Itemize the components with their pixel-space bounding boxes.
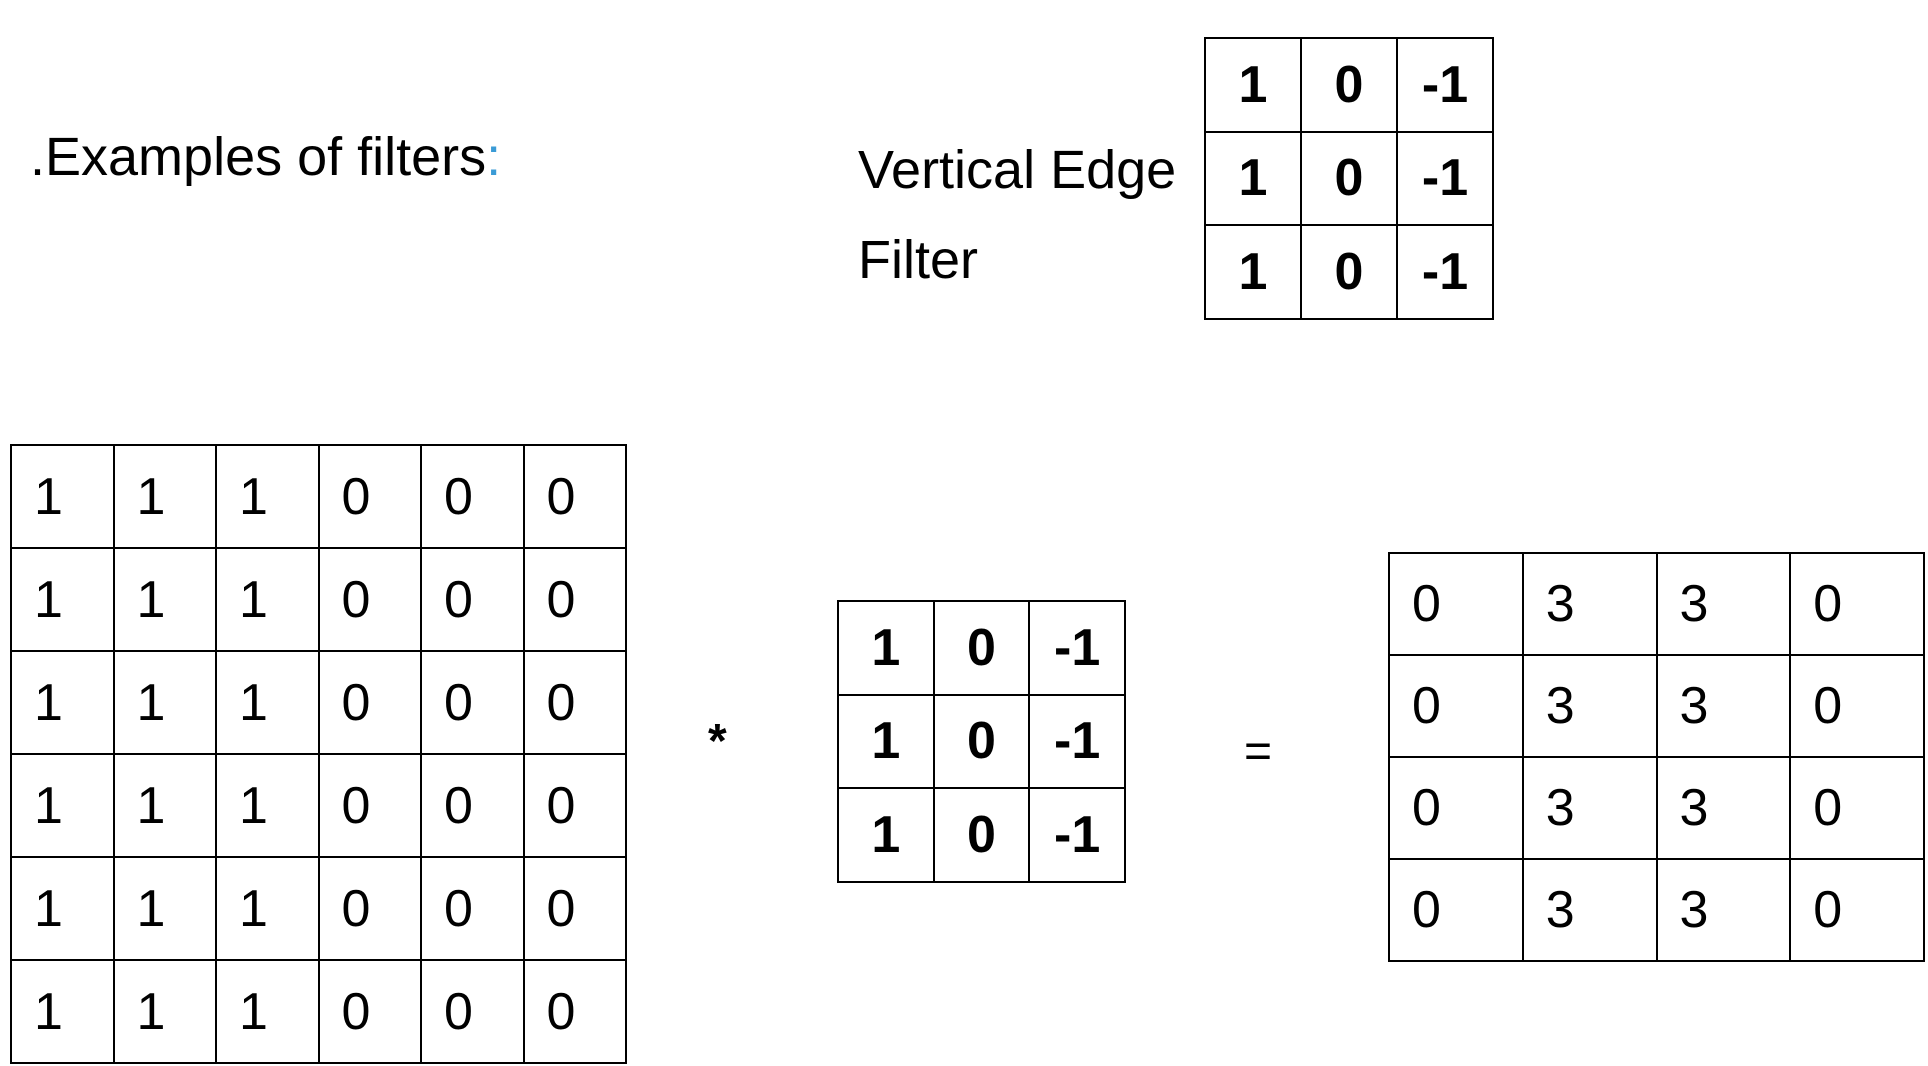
matrix-cell: 3	[1521, 858, 1658, 962]
matrix-cell: 3	[1521, 654, 1658, 758]
matrix-cell: 1	[10, 856, 115, 961]
matrix-cell: 0	[932, 600, 1031, 696]
matrix-cell: 1	[10, 959, 115, 1064]
matrix-cell: 0	[317, 753, 422, 858]
matrix-cell: 3	[1655, 756, 1792, 860]
matrix-cell: 1	[1204, 37, 1302, 133]
title-colon: :	[486, 127, 502, 187]
matrix-cell: 1	[837, 600, 935, 696]
matrix-cell: 0	[420, 959, 525, 1064]
matrix-cell: 0	[522, 856, 627, 961]
title-text: .Examples of filters	[30, 127, 487, 187]
matrix-cell: 3	[1521, 552, 1658, 656]
matrix-cell: 3	[1655, 858, 1792, 962]
matrix-cell: 1	[215, 650, 320, 755]
matrix-cell: 0	[1789, 756, 1925, 860]
matrix-cell: 1	[837, 693, 935, 790]
matrix-cell: 0	[932, 693, 1031, 790]
matrix-cell: 0	[522, 547, 627, 652]
matrix-cell: -1	[1396, 130, 1494, 227]
matrix-cell: 0	[522, 650, 627, 755]
filter-caption-line1: Vertical Edge	[858, 140, 1177, 200]
equals-operator: =	[1244, 725, 1273, 778]
matrix-cell: -1	[1028, 600, 1126, 696]
matrix-cell: 0	[420, 753, 525, 858]
matrix-cell: 0	[317, 959, 422, 1064]
matrix-cell: 0	[420, 650, 525, 755]
matrix-cell: -1	[1028, 693, 1126, 790]
matrix-cell: 1	[112, 547, 217, 652]
matrix-cell: 1	[10, 650, 115, 755]
matrix-cell: 0	[1789, 858, 1925, 962]
matrix-cell: 0	[1388, 858, 1524, 962]
matrix-cell: 1	[215, 547, 320, 652]
matrix-cell: 0	[317, 856, 422, 961]
matrix-cell: 0	[317, 547, 422, 652]
matrix-cell: 1	[215, 753, 320, 858]
matrix-cell: 3	[1521, 756, 1658, 860]
matrix-cell: 0	[1300, 37, 1398, 133]
matrix-cell: 1	[215, 959, 320, 1064]
matrix-cell: 0	[1300, 224, 1398, 320]
matrix-cell: -1	[1396, 37, 1494, 133]
convolution-operator: *	[708, 715, 727, 768]
matrix-cell: 1	[112, 444, 217, 549]
matrix-cell: 0	[1388, 654, 1524, 758]
matrix-cell: 1	[112, 753, 217, 858]
filter-caption-line2: Filter	[858, 230, 978, 290]
matrix-cell: 0	[420, 856, 525, 961]
matrix-cell: 1	[112, 959, 217, 1064]
matrix-cell: 1	[1204, 224, 1302, 320]
matrix-cell: 0	[420, 547, 525, 652]
matrix-cell: 1	[215, 856, 320, 961]
matrix-cell: 0	[522, 444, 627, 549]
matrix-cell: 1	[10, 753, 115, 858]
matrix-cell: 0	[317, 444, 422, 549]
matrix-cell: -1	[1028, 787, 1126, 883]
matrix-cell: 0	[1388, 552, 1524, 656]
matrix-cell: 0	[1388, 756, 1524, 860]
matrix-cell: 0	[1789, 552, 1925, 656]
matrix-cell: 1	[215, 444, 320, 549]
matrix-cell: 0	[1789, 654, 1925, 758]
matrix-cell: 1	[10, 444, 115, 549]
matrix-cell: 0	[522, 959, 627, 1064]
matrix-cell: 1	[1204, 130, 1302, 227]
matrix-cell: 0	[317, 650, 422, 755]
matrix-cell: 0	[932, 787, 1031, 883]
filter-caption: Vertical Edge Filter	[858, 125, 1176, 305]
matrix-cell: 1	[10, 547, 115, 652]
matrix-cell: 3	[1655, 552, 1792, 656]
matrix-cell: 0	[522, 753, 627, 858]
matrix-cell: 3	[1655, 654, 1792, 758]
matrix-cell: 0	[420, 444, 525, 549]
page-title: .Examples of filters:	[30, 125, 501, 189]
matrix-cell: 1	[112, 650, 217, 755]
matrix-cell: -1	[1396, 224, 1494, 320]
matrix-cell: 1	[112, 856, 217, 961]
matrix-cell: 1	[837, 787, 935, 883]
matrix-cell: 0	[1300, 130, 1398, 227]
